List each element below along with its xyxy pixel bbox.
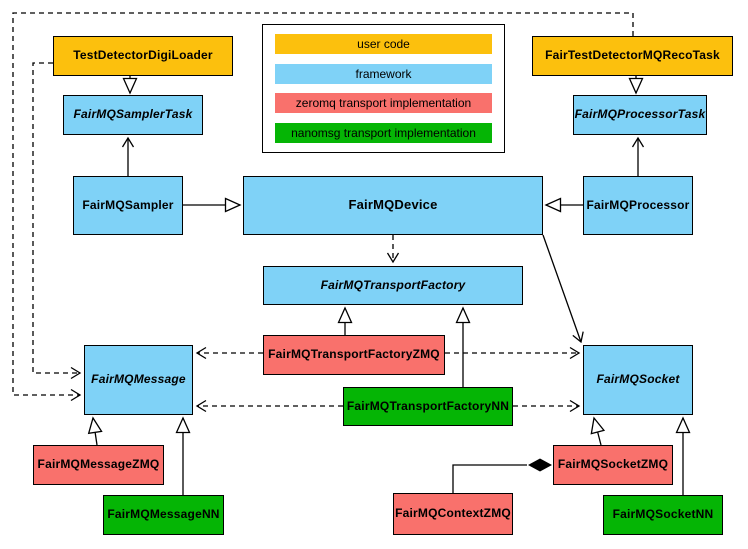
legend: user code framework zeromq transport imp…	[262, 24, 505, 153]
node-fairmqsocketnn: FairMQSocketNN	[603, 495, 723, 535]
legend-item-framework: framework	[275, 63, 492, 84]
node-fairmqsampler: FairMQSampler	[73, 176, 183, 235]
node-fairmqprocessortask: FairMQProcessorTask	[573, 95, 707, 135]
node-fairmqcontextzmq: FairMQContextZMQ	[393, 493, 513, 535]
node-testdetectordigiloader: TestDetectorDigiLoader	[53, 36, 233, 76]
edge-digiloader-to-message-dependency	[32, 62, 82, 380]
edge-device-to-socket-association	[542, 234, 584, 344]
node-fairmqsocketzmq: FairMQSocketZMQ	[553, 445, 673, 485]
node-fairmqsocket: FairMQSocket	[583, 345, 693, 415]
legend-item-zeromq: zeromq transport implementation	[275, 93, 492, 114]
edge-contextzmq-to-socketzmq-composition	[452, 464, 527, 493]
node-fairmqprocessor: FairMQProcessor	[583, 176, 693, 235]
node-fairmqdevice: FairMQDevice	[243, 176, 543, 235]
node-fairmqtransportfactory: FairMQTransportFactory	[263, 266, 523, 305]
node-fairmqtransportfactorynn: FairMQTransportFactoryNN	[343, 387, 513, 426]
edge-socketzmq-to-socket-generalization	[590, 416, 606, 446]
node-fairmqsamplertask: FairMQSamplerTask	[63, 95, 203, 135]
node-fairmqtransportfactoryzmq: FairMQTransportFactoryZMQ	[263, 335, 445, 375]
legend-item-nanomsg: nanomsg transport implementation	[275, 122, 492, 143]
node-fairmqmessagenn: FairMQMessageNN	[103, 495, 224, 535]
edge-messagezmq-to-message-generalization	[87, 416, 103, 446]
legend-item-user-code: user code	[275, 34, 492, 55]
composition-diamond	[528, 458, 552, 472]
node-fairmqmessage: FairMQMessage	[84, 345, 193, 415]
node-fairmqmessagezmq: FairMQMessageZMQ	[33, 445, 164, 485]
edge-recotask-to-message-dependency	[12, 12, 634, 402]
node-fairtestdetectormqrecotask: FairTestDetectorMQRecoTask	[532, 36, 733, 76]
